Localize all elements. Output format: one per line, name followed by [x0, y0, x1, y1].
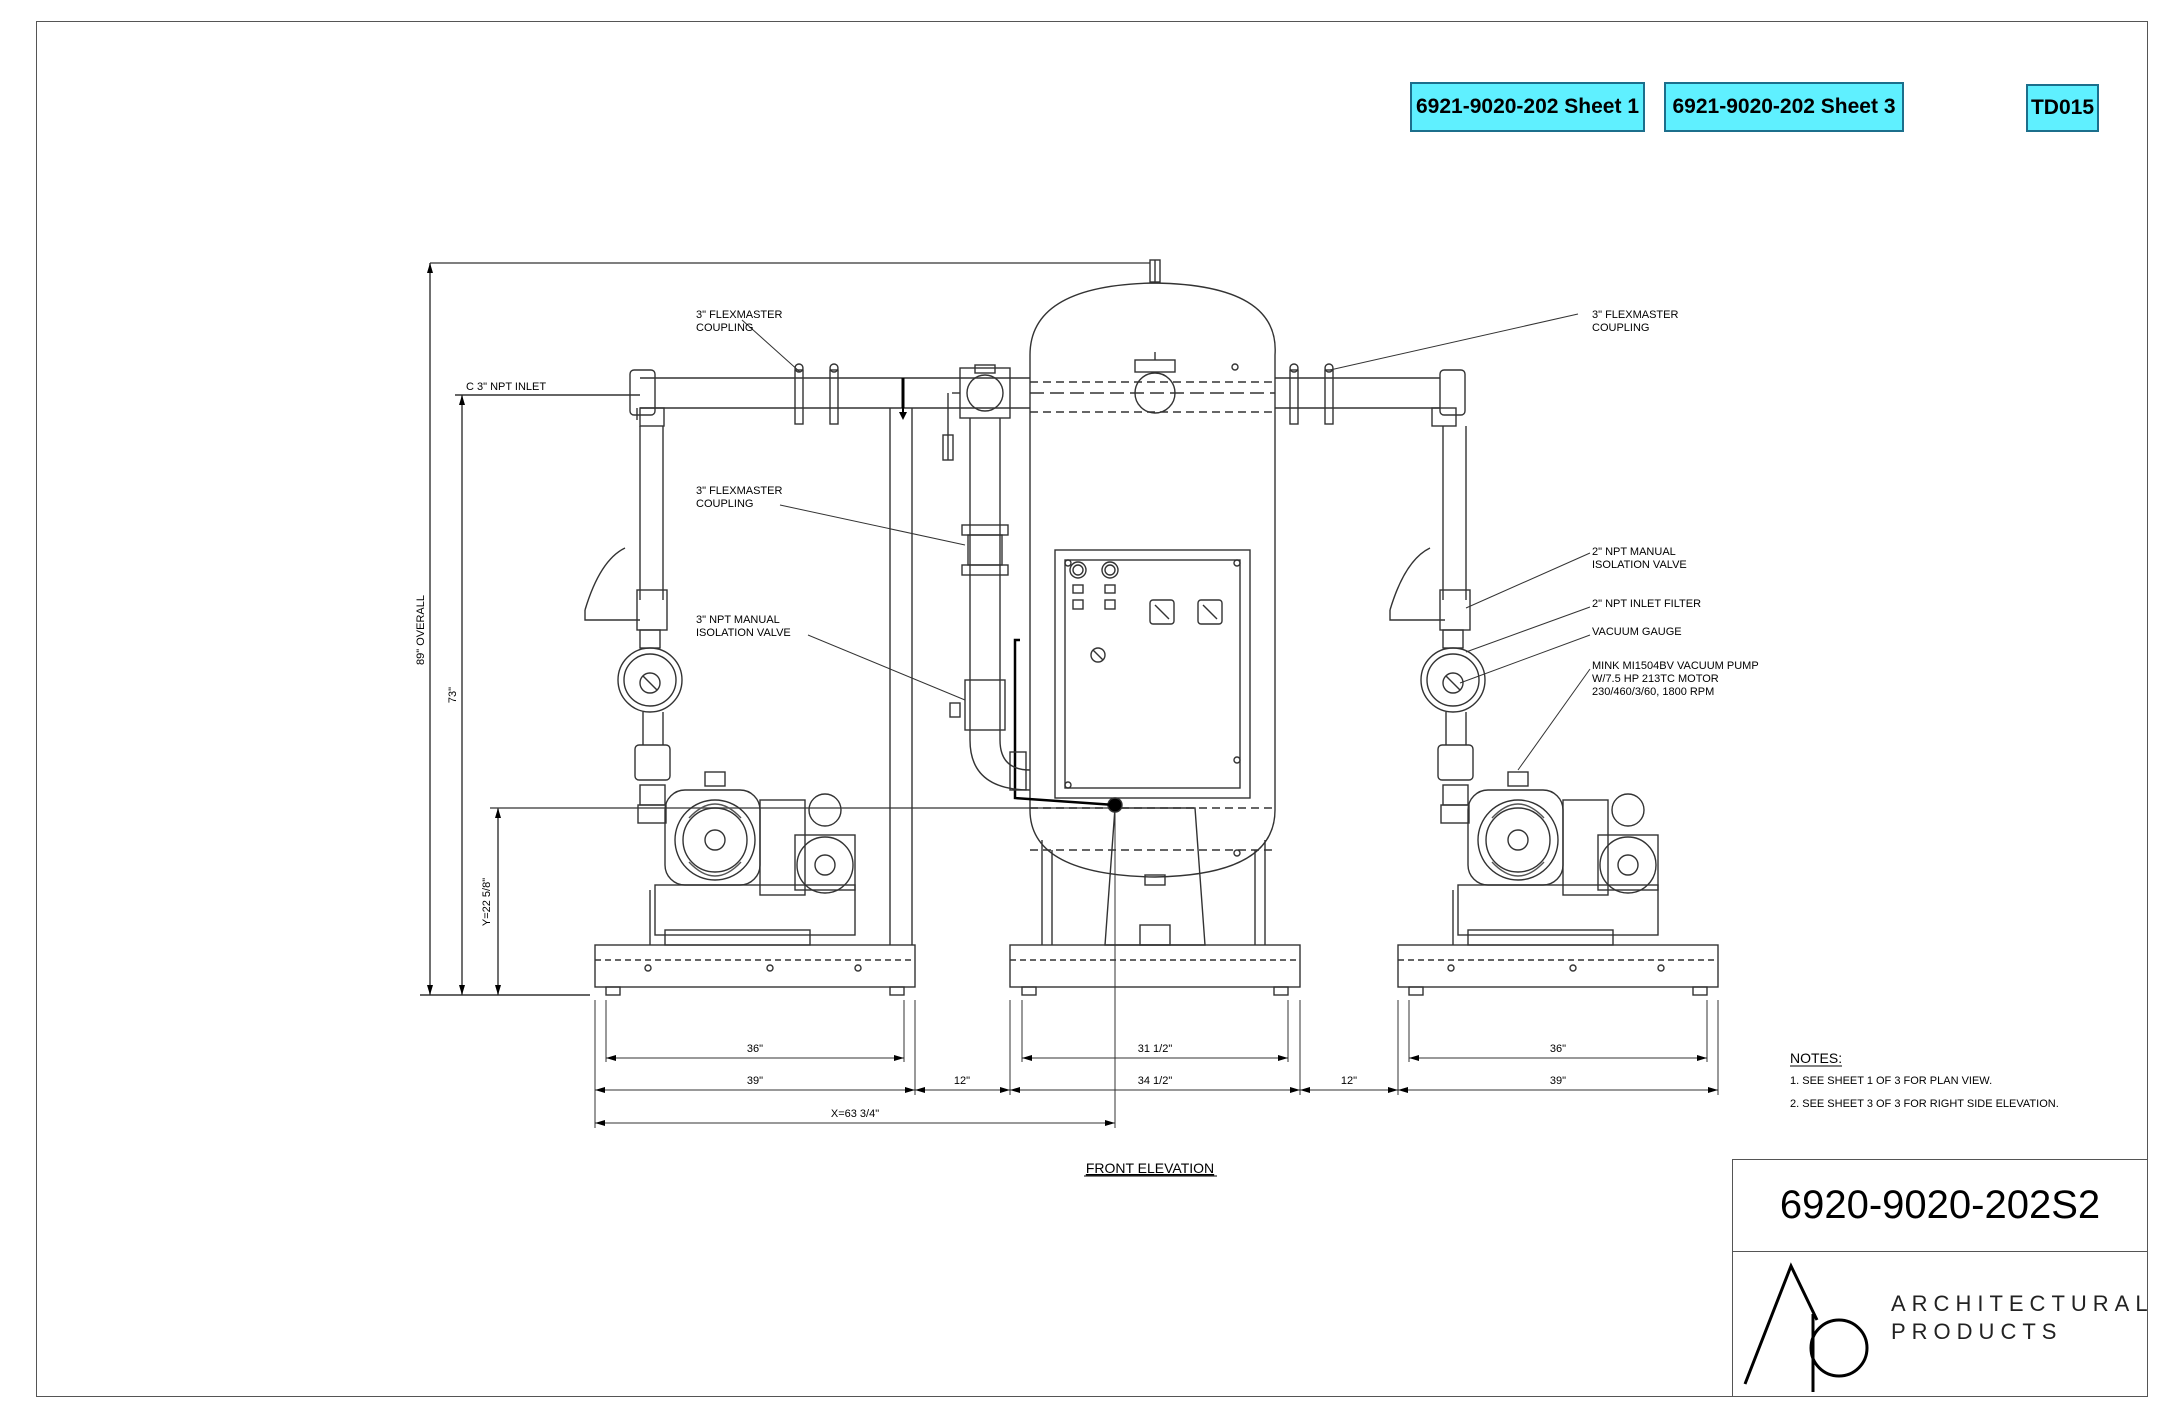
inlet-header-pipe	[629, 363, 1466, 461]
y-dim-label: Y=22 5/8"	[481, 878, 493, 926]
note-1: 1. SEE SHEET 1 OF 3 FOR PLAN VIEW.	[1790, 1075, 1992, 1087]
inlet-callout: C 3" NPT INLET	[466, 381, 546, 393]
company-name: ARCHITECTURAL PRODUCTS	[1891, 1290, 2154, 1346]
pump-callout-l2: W/7.5 HP 213TC MOTOR	[1592, 673, 1719, 685]
drop-pipe	[949, 418, 1031, 791]
flex-mid-l1: 3" FLEXMASTER	[696, 485, 782, 497]
td015-link[interactable]: TD015	[2026, 84, 2099, 132]
iso-valve-2-l1: 2" NPT MANUAL	[1592, 546, 1676, 558]
pump-callout-l1: MINK MI1504BV VACUUM PUMP	[1592, 660, 1759, 672]
vacuum-gauge-callout: VACUUM GAUGE	[1592, 626, 1682, 638]
notes: NOTES: 1. SEE SHEET 1 OF 3 FOR PLAN VIEW…	[1790, 1050, 2059, 1110]
dim-right-36: 36"	[1550, 1043, 1566, 1055]
right-pump-assembly	[1389, 426, 1719, 996]
flex-top-left-l2: COUPLING	[696, 322, 753, 334]
dim-left-36: 36"	[747, 1043, 763, 1055]
dim-center-34: 34 1/2"	[1138, 1075, 1173, 1087]
iso-valve-2-l2: ISOLATION VALVE	[1592, 559, 1687, 571]
dim-left-39: 39"	[747, 1075, 763, 1087]
receiver-tank	[1009, 259, 1301, 996]
left-pump-assembly	[584, 426, 916, 996]
height-73-label: 73"	[447, 687, 459, 703]
iso-valve-3-l1: 3" NPT MANUAL	[696, 614, 780, 626]
control-panel	[1013, 549, 1251, 813]
flex-top-right-l2: COUPLING	[1592, 322, 1649, 334]
dim-x: X=63 3/4"	[831, 1108, 879, 1120]
flex-top-right-l1: 3" FLEXMASTER	[1592, 309, 1678, 321]
overall-height-label: 89" OVERALL	[415, 595, 427, 665]
callout-leaders	[741, 313, 1591, 771]
horizontal-dimensions	[594, 812, 1719, 1128]
note-2: 2. SEE SHEET 3 OF 3 FOR RIGHT SIDE ELEVA…	[1790, 1098, 2059, 1110]
ap-logo-mark	[1743, 1262, 1869, 1392]
company-line-1: ARCHITECTURAL	[1891, 1291, 2154, 1316]
flex-top-left-l1: 3" FLEXMASTER	[696, 309, 782, 321]
dim-center-31: 31 1/2"	[1138, 1043, 1173, 1055]
dim-gap-left-12: 12"	[954, 1075, 970, 1087]
vertical-dimensions: 89" OVERALL 73" Y=22 5/8"	[415, 262, 1150, 996]
company-line-2: PRODUCTS	[1891, 1319, 2063, 1344]
flex-mid-l2: COUPLING	[696, 498, 753, 510]
dim-gap-right-12: 12"	[1341, 1075, 1357, 1087]
inlet-filter-callout: 2" NPT INLET FILTER	[1592, 598, 1701, 610]
drawing-frame	[36, 21, 2148, 1397]
sheet-1-link[interactable]: 6921-9020-202 Sheet 1	[1410, 82, 1645, 132]
pump-callout-l3: 230/460/3/60, 1800 RPM	[1592, 686, 1714, 698]
drawing-number: 6920-9020-202S2	[1733, 1160, 2147, 1252]
dim-right-39: 39"	[1550, 1075, 1566, 1087]
view-title: FRONT ELEVATION	[1086, 1160, 1214, 1176]
title-block: 6920-9020-202S2 ARCHITECTURAL PRODUCTS	[1732, 1159, 2148, 1397]
company-logo: ARCHITECTURAL PRODUCTS	[1733, 1252, 2148, 1398]
notes-heading: NOTES:	[1790, 1050, 1842, 1066]
iso-valve-3-l2: ISOLATION VALVE	[696, 627, 791, 639]
sheet-3-link[interactable]: 6921-9020-202 Sheet 3	[1664, 82, 1904, 132]
